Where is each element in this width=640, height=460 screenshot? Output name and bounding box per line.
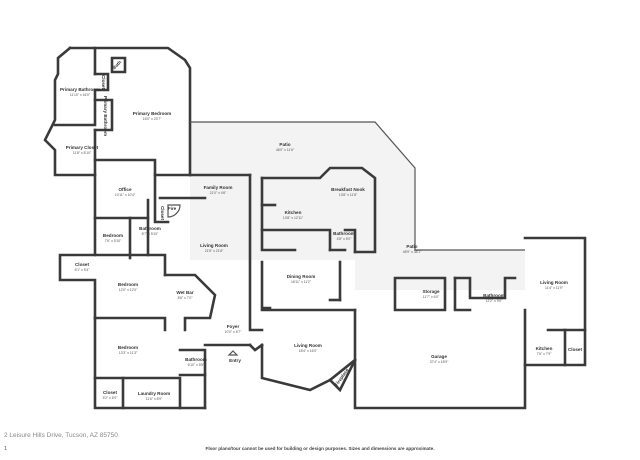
room-labels: Primary Bathroom 11'10" x 16'0" Primary … bbox=[60, 59, 583, 401]
room-name: Primary Bathroom bbox=[103, 96, 108, 136]
room-dims: 21'5" x 21'8" bbox=[205, 249, 224, 253]
patio-outline bbox=[190, 121, 525, 251]
room-dims: 13'3" x 11'3" bbox=[119, 351, 138, 355]
entry-marker bbox=[227, 350, 239, 356]
kitchen-walls bbox=[248, 166, 377, 332]
room-dims: 11'7" x 6'0" bbox=[423, 295, 440, 299]
room-name: Closet bbox=[75, 262, 90, 267]
room-dims: 10'0" x 6'7" bbox=[225, 330, 243, 334]
primary-suite-walls bbox=[43, 46, 192, 177]
room-name: Breakfast Nook bbox=[331, 187, 365, 192]
room-name: Bath bbox=[112, 59, 123, 70]
room-dims: 13'8" x 12'11" bbox=[283, 216, 304, 220]
room-name: Kitchen bbox=[536, 346, 553, 351]
room-dims: 13'8" x 11'8" bbox=[339, 193, 358, 197]
room-dims: 10'11" x 10'4" bbox=[115, 193, 136, 197]
room-name: Kitchen bbox=[285, 210, 302, 215]
room-dims: 7'6" x 5'10" bbox=[105, 239, 123, 243]
patio-area bbox=[190, 122, 525, 290]
room-dims: 16'11" x 11'2" bbox=[291, 280, 312, 284]
fireplace-symbol bbox=[167, 204, 181, 218]
room-dims: 5'2" x 6'9" bbox=[103, 396, 119, 400]
room-dims: 18'4" x 16'0" bbox=[299, 349, 318, 353]
room-name: Office bbox=[118, 187, 131, 192]
room-dims: 48'9" x 38'1" bbox=[403, 250, 422, 254]
room-name: Entry bbox=[229, 358, 241, 363]
room-dims: 37'4" x 18'9" bbox=[430, 360, 449, 364]
room-dims: 46'0" x 11'6" bbox=[276, 148, 295, 152]
room-dims: 11'4" x 11'9" bbox=[545, 286, 564, 290]
room-name: Patio bbox=[279, 142, 290, 147]
property-address: 2 Leisure Hills Drive, Tucson, AZ 85750 bbox=[4, 432, 118, 439]
room-dims: 11'6" x 8'9" bbox=[146, 397, 163, 401]
room-name: Wet Bar bbox=[176, 290, 193, 295]
room-name: Garage bbox=[431, 354, 447, 359]
room-dims: 6'1" x 5'4" bbox=[75, 268, 91, 272]
room-name: Fire bbox=[168, 206, 177, 211]
room-dims: 7'6" x 7'9" bbox=[537, 352, 553, 356]
room-name: Primary Bedroom bbox=[133, 111, 172, 116]
disclaimer-text: Floor plans/tour cannot be used for buil… bbox=[205, 446, 435, 451]
room-name: Bedroom bbox=[118, 345, 138, 350]
room-name: Foyer bbox=[227, 324, 240, 329]
room-dims: 8'7" x 5'10" bbox=[142, 232, 160, 236]
room-dims: 11'8" x 8'10" bbox=[73, 151, 92, 155]
room-dims: 12'2" x 9'0" bbox=[486, 299, 504, 303]
central-walls bbox=[58, 158, 264, 410]
room-dims: 4'8" x 5'0" bbox=[337, 237, 353, 241]
room-name: Closet bbox=[160, 206, 165, 221]
room-dims: 8'6" x 7'0" bbox=[178, 296, 194, 300]
room-name: Family Room bbox=[204, 185, 233, 190]
room-name: Patio bbox=[406, 244, 417, 249]
room-name: Living Room bbox=[200, 243, 228, 248]
room-name: Laundry Room bbox=[138, 391, 170, 396]
room-name: Closet bbox=[103, 390, 118, 395]
casita-walls bbox=[393, 236, 587, 367]
room-name: Primary Bathroom bbox=[60, 87, 100, 92]
room-name: Storage bbox=[422, 289, 440, 294]
room-dims: 11'10" x 16'0" bbox=[70, 93, 91, 97]
page-number: 1 bbox=[4, 446, 8, 452]
room-name: Bathroom bbox=[333, 231, 355, 236]
room-name: Closet bbox=[101, 75, 106, 90]
room-dims: 12'0" x 12'0" bbox=[119, 288, 138, 292]
living-walls bbox=[260, 308, 527, 410]
room-name: Bedroom bbox=[103, 233, 123, 238]
room-name: Bathroom bbox=[139, 226, 161, 231]
room-name: Bedroom bbox=[118, 282, 138, 287]
room-name: Living Room bbox=[540, 280, 568, 285]
room-name: Closet bbox=[568, 347, 583, 352]
room-name: Primary Closet bbox=[66, 145, 99, 150]
room-name: Bathroom bbox=[483, 293, 505, 298]
room-dims: 6'10" x 5'5" bbox=[188, 363, 206, 367]
room-dims: 21'0" x 4'6" bbox=[210, 191, 228, 195]
room-dims: 16'0" x 23'7" bbox=[143, 117, 162, 121]
room-name: Dining Room bbox=[287, 274, 316, 279]
room-name: Living Room bbox=[294, 343, 322, 348]
room-name: Bathroom bbox=[185, 357, 207, 362]
